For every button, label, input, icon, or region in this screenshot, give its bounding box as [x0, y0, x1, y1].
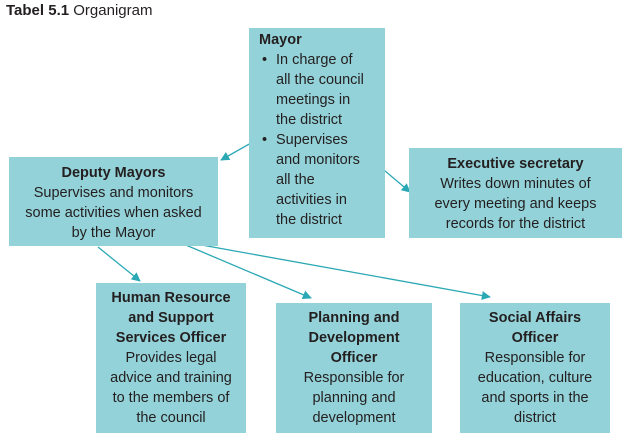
planning-text: development	[312, 410, 396, 426]
hr-text: advice and training	[110, 370, 232, 386]
social-text: education, culture	[477, 370, 593, 386]
caption-number: Tabel 5.1	[6, 2, 70, 19]
social-text: and sports in the	[481, 390, 589, 406]
social-affairs-officer-box: Social Affairs Officer Responsible for e…	[460, 303, 610, 433]
mayor-title: Mayor	[259, 32, 302, 48]
executive-text: Writes down minutes of	[440, 176, 591, 192]
mayor-duty: Supervises and monitors all the activiti…	[259, 130, 379, 230]
arrow-deputy-to-social	[173, 239, 491, 301]
social-text: Responsible for	[484, 350, 586, 366]
caption-title: Organigram	[73, 2, 153, 19]
hr-title: Services Officer	[115, 330, 227, 346]
hr-title: and Support	[128, 310, 214, 326]
deputy-mayors-box: Deputy Mayors Supervises and monitors so…	[9, 157, 218, 246]
executive-text: records for the district	[445, 216, 586, 232]
planning-title: Development	[308, 330, 400, 346]
deputy-title: Deputy Mayors	[61, 165, 166, 181]
planning-officer-box: Planning and Development Officer Respons…	[276, 303, 432, 433]
mayor-box: Mayor In charge of all the council meeti…	[249, 28, 385, 238]
hr-title: Human Resource	[111, 290, 231, 306]
executive-secretary-box: Executive secretary Writes down minutes …	[409, 148, 622, 238]
deputy-text: Supervises and monitors	[33, 185, 194, 201]
social-title: Social Affairs	[488, 310, 582, 326]
executive-text: every meeting and keeps	[434, 196, 597, 212]
deputy-text: some activities when asked	[25, 205, 202, 221]
executive-title: Executive secretary	[447, 156, 584, 172]
figure-caption: Tabel 5.1 Organigram	[6, 2, 152, 20]
planning-text: planning and	[312, 390, 396, 406]
deputy-text: by the Mayor	[71, 225, 156, 241]
planning-title: Officer	[330, 350, 378, 366]
hr-text: to the members of	[112, 390, 230, 406]
arrow-deputy-to-hr	[97, 246, 141, 282]
hr-text: Provides legal	[125, 350, 217, 366]
hr-officer-box: Human Resource and Support Services Offi…	[96, 283, 246, 433]
planning-text: Responsible for	[303, 370, 405, 386]
planning-title: Planning and	[308, 310, 400, 326]
social-title: Officer	[511, 330, 559, 346]
arrow-deputy-to-planning	[173, 239, 312, 299]
hr-text: the council	[136, 410, 206, 426]
social-text: district	[514, 410, 556, 426]
mayor-duty: In charge of all the council meetings in…	[259, 50, 379, 130]
mayor-duties: In charge of all the council meetings in…	[259, 50, 379, 230]
